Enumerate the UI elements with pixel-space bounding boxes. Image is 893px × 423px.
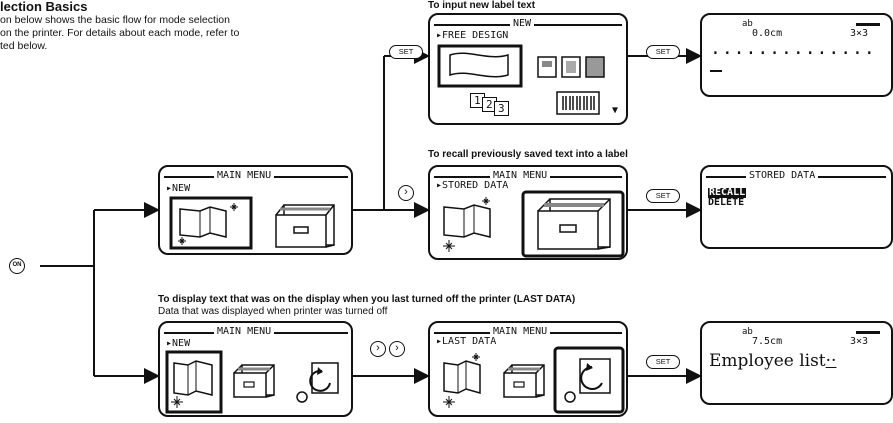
intro-text: on below shows the basic flow for mode s…: [0, 14, 240, 52]
lcd-stored-data: STORED DATA RECALL DELETE: [700, 165, 893, 249]
lcd-main-menu-stored: MAIN MENU ▸STORED DATA: [428, 165, 628, 260]
set-button[interactable]: SET: [389, 45, 423, 59]
size-indicator-bar: [856, 23, 880, 26]
menu-selection: ▸LAST DATA: [436, 336, 497, 347]
menu-selection: ▸NEW: [166, 338, 191, 349]
lcd-text-input-empty: ab 0.0cm 3×3 ··············: [700, 13, 893, 97]
drawer-icon: [233, 364, 275, 398]
on-button[interactable]: ON: [9, 258, 25, 274]
last-data-icon: [553, 346, 625, 414]
right-arrow-button[interactable]: ›: [389, 341, 405, 357]
cursor-dot: ··: [825, 351, 837, 371]
screen-title: MAIN MENU: [490, 326, 551, 337]
lcd-new-menu: NEW ▸FREE DESIGN 1 2 3 ▼: [428, 13, 628, 125]
label-tape-icon: [169, 196, 253, 250]
empty-text-dots: ··············: [710, 43, 876, 64]
lcd-main-menu-new-bottom: MAIN MENU ▸NEW: [158, 321, 353, 417]
template-icons: [537, 56, 605, 78]
cursor: [710, 70, 722, 72]
drawer-icon: [275, 204, 335, 248]
label-tape-icon: [165, 350, 223, 414]
right-arrow-button[interactable]: ›: [398, 185, 414, 201]
label-tape-icon: [443, 353, 481, 408]
caption-recall: To recall previously saved text into a l…: [428, 149, 628, 160]
lcd-main-menu-last-data: MAIN MENU ▸LAST DATA: [428, 321, 628, 417]
set-button[interactable]: SET: [646, 355, 680, 369]
menu-selection: ▸FREE DESIGN: [436, 30, 509, 41]
set-button[interactable]: SET: [646, 45, 680, 59]
lcd-text-input-last-data: ab 7.5cm 3×3 Employee list··: [700, 321, 893, 405]
label-length: 7.5cm: [752, 336, 783, 347]
font-size: 3×3: [850, 28, 869, 39]
scroll-down-icon: ▼: [612, 105, 619, 116]
lcd-main-menu-new: MAIN MENU ▸NEW: [158, 165, 353, 255]
screen-title: MAIN MENU: [490, 170, 551, 181]
drawer-icon: [503, 364, 545, 398]
screen-title: MAIN MENU: [214, 326, 275, 337]
menu-selection: ▸NEW: [166, 183, 191, 194]
free-design-icon: [437, 44, 523, 88]
barcode-icon: [556, 91, 600, 115]
set-button[interactable]: SET: [646, 189, 680, 203]
delete-option[interactable]: DELETE: [708, 197, 745, 208]
right-arrow-button[interactable]: ›: [370, 341, 386, 357]
font-size: 3×3: [850, 336, 869, 347]
menu-selection: ▸STORED DATA: [436, 180, 509, 191]
screen-title: MAIN MENU: [214, 170, 275, 181]
recall-option[interactable]: RECALL: [708, 187, 747, 198]
restored-text: Employee list··: [709, 351, 837, 371]
last-data-icon: [296, 362, 339, 403]
label-length: 0.0cm: [752, 28, 783, 39]
caption-new-label: To input new label text: [428, 0, 536, 11]
caption-last-data: To display text that was on the display …: [158, 294, 576, 305]
caption-last-data-sub: Data that was displayed when printer was…: [158, 306, 388, 317]
screen-title: NEW: [510, 18, 535, 29]
label-tape-icon: [443, 197, 491, 252]
section-heading: lection Basics: [0, 0, 88, 14]
input-mode: ab: [742, 19, 753, 29]
input-mode: ab: [742, 327, 753, 337]
size-indicator-bar: [856, 331, 880, 334]
drawer-icon: [521, 190, 625, 258]
screen-title: STORED DATA: [746, 170, 819, 181]
